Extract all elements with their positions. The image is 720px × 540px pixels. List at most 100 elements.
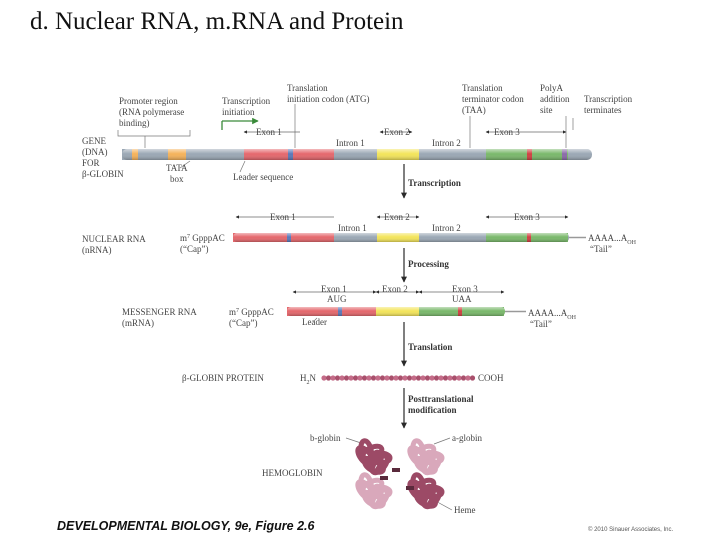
heme-group	[380, 476, 388, 480]
amino-acid-bead	[384, 375, 390, 381]
helix-ribbon	[421, 453, 442, 476]
mrna-label-1: MESSENGER RNA	[122, 307, 197, 317]
helix-ribbon	[369, 487, 390, 510]
amino-acid-bead	[442, 375, 449, 381]
slide-title: d. Nuclear RNA, m.RNA and Protein	[30, 8, 404, 35]
helix-ribbon	[369, 453, 390, 476]
uaa-label: UAA	[452, 294, 472, 304]
nrna-intron1-label: Intron 1	[338, 223, 367, 233]
polya-label-2: addition	[540, 94, 570, 104]
taa-label-2: terminator codon	[462, 94, 524, 104]
posttranslational-label-1: Posttranslational	[408, 394, 474, 404]
amino-acid-bead	[339, 375, 345, 381]
nrna-tail-label: AAAA...AOH	[588, 233, 637, 246]
helix-ribbon	[360, 477, 385, 496]
nrna-region-labels: Exon 1 Exon 2 Exon 3 Intron 1 Intron 2 N…	[82, 212, 637, 255]
amino-acid-bead	[451, 375, 458, 381]
protein-c-terminus: COOH	[478, 373, 504, 383]
footer-copyright: © 2010 Sinauer Associates, Inc.	[588, 527, 674, 533]
tata-label-2: box	[170, 174, 184, 184]
atg-label-1: Translation	[287, 83, 328, 93]
polya-label-3: site	[540, 105, 553, 115]
amino-acid-bead	[370, 375, 377, 381]
peptide-chain	[321, 375, 476, 381]
top-callouts: Promoter region (RNA polymerase binding)…	[119, 83, 633, 128]
mrna-cap-name: (“Cap”)	[229, 318, 257, 328]
amino-acid-bead	[447, 375, 453, 381]
helix-ribbon	[360, 443, 385, 462]
amino-acid-bead	[411, 375, 417, 381]
amino-acid-bead	[415, 375, 422, 381]
gene-exon3-label: Exon 3	[494, 127, 520, 137]
processing-step-label: Processing	[408, 259, 449, 269]
gene-exon1-label: Exon 1	[256, 127, 282, 137]
polya-label-1: PolyA	[540, 83, 564, 93]
hemoglobin-labels: b-globin a-globin HEMOGLOBIN Heme	[262, 433, 482, 515]
amino-acid-bead	[343, 375, 350, 381]
tata-leader	[179, 160, 191, 169]
helix-ribbon	[412, 443, 437, 462]
leader-sequence-label: Leader sequence	[233, 172, 293, 182]
protein-n-terminus: H2N	[300, 373, 317, 386]
promoter-label-3: binding)	[119, 118, 150, 128]
aug-label: AUG	[327, 294, 347, 304]
amino-acid-bead	[420, 375, 426, 381]
promoter-label-2: (RNA polymerase	[119, 107, 184, 117]
transcription-initiation-label-1: Transcription	[222, 96, 271, 106]
amino-acid-bead	[352, 375, 359, 381]
tata-label-1: TATA	[166, 163, 188, 173]
amino-acid-bead	[361, 375, 368, 381]
gene-label-1: GENE	[82, 136, 106, 146]
amino-acid-bead	[357, 375, 363, 381]
gene-label-3: FOR	[82, 158, 100, 168]
hemoglobin-structure	[355, 438, 445, 510]
mrna-exon2-label: Exon 2	[382, 284, 408, 294]
gene-label-4: β-GLOBIN	[82, 169, 124, 179]
globin-subunit	[407, 438, 445, 476]
amino-acid-bead	[348, 375, 354, 381]
mrna-cap-label: m7 GpppAC	[229, 307, 274, 317]
transcription-terminates-label-2: terminates	[584, 105, 622, 115]
atg-label-2: initiation codon (ATG)	[287, 94, 370, 104]
gene-region-labels: Exon 1 Exon 2 Exon 3 Intron 1 Intron 2	[256, 127, 520, 148]
heme-label: Heme	[454, 505, 476, 515]
hemoglobin-label: HEMOGLOBIN	[262, 468, 323, 478]
nrna-cap-name: (“Cap”)	[180, 244, 208, 254]
mrna-leader-label: Leader	[302, 317, 327, 327]
amino-acid-bead	[469, 375, 476, 381]
a-globin-label: a-globin	[452, 433, 482, 443]
mrna-exon1-label: Exon 1	[321, 284, 347, 294]
taa-label-3: (TAA)	[462, 105, 486, 115]
amino-acid-bead	[397, 375, 404, 381]
nrna-label-1: NUCLEAR RNA	[82, 234, 146, 244]
footer-source: DEVELOPMENTAL BIOLOGY, 9e, Figure 2.6	[57, 519, 315, 533]
nrna-cap-label: m7 GpppAC	[180, 233, 225, 243]
gene-row-labels: GENE (DNA) FOR β-GLOBIN TATA box Leader …	[82, 136, 293, 184]
amino-acid-bead	[393, 375, 399, 381]
nrna-tail-name: “Tail”	[590, 244, 612, 254]
heme-group	[406, 486, 414, 490]
helix-ribbon	[421, 487, 442, 510]
amino-acid-bead	[460, 375, 467, 381]
globin-subunit	[355, 438, 393, 476]
nrna-intron2-label: Intron 2	[432, 223, 461, 233]
amino-acid-bead	[424, 375, 431, 381]
amino-acid-bead	[402, 375, 408, 381]
amino-acid-bead	[406, 375, 413, 381]
amino-acid-bead	[433, 375, 440, 381]
leader-seq-leader	[239, 160, 246, 173]
mrna-exon3-label: Exon 3	[452, 284, 478, 294]
amino-acid-bead	[456, 375, 462, 381]
nrna-label-2: (nRNA)	[82, 245, 112, 255]
mrna-region-labels: Exon 1 Exon 2 Exon 3 AUG UAA MESSENGER R…	[122, 284, 577, 329]
amino-acid-bead	[429, 375, 435, 381]
dna-shading	[122, 149, 592, 160]
mrna-bar	[287, 307, 526, 316]
globin-subunit	[407, 472, 445, 510]
heme-group	[392, 468, 400, 472]
amino-acid-bead	[465, 375, 471, 381]
amino-acid-bead	[379, 375, 386, 381]
transcription-step-label: Transcription	[408, 178, 461, 188]
amino-acid-bead	[334, 375, 341, 381]
